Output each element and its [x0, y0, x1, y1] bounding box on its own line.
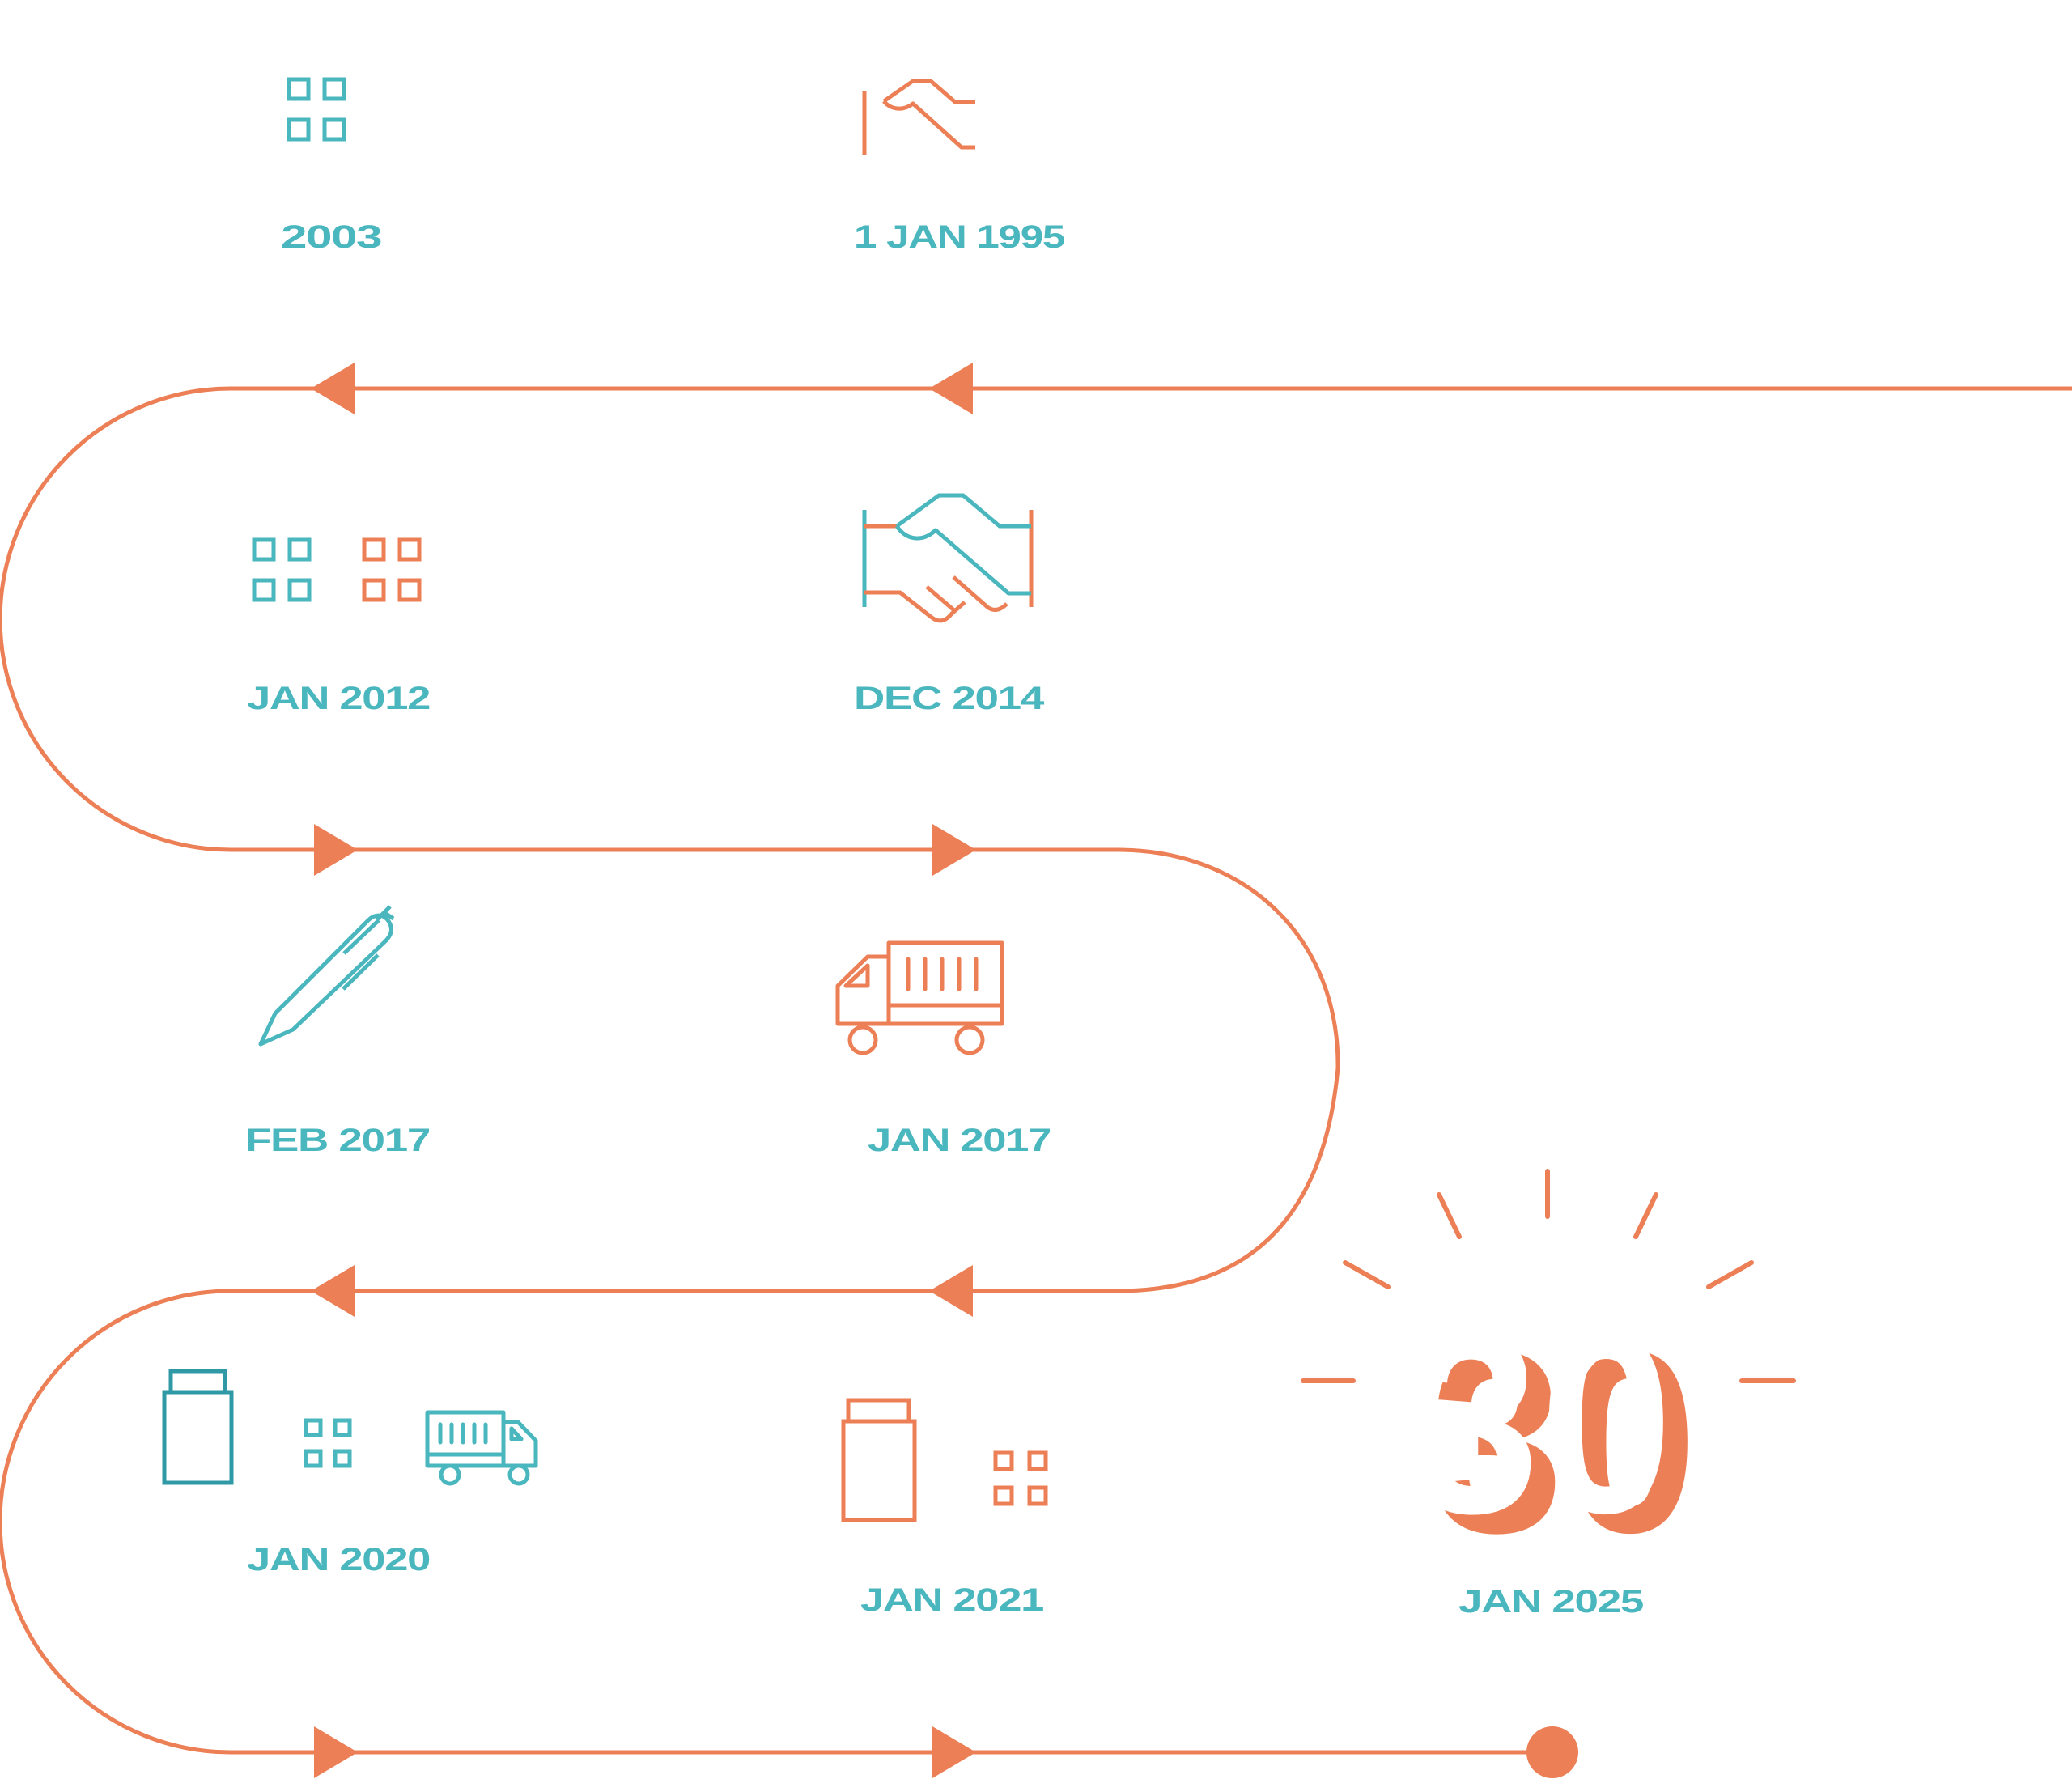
- truck-icon: [425, 1410, 538, 1486]
- arrow-left-icon: [929, 363, 973, 414]
- grid-icon: [304, 1418, 352, 1468]
- milestone-1995: 1 JAN 1995: [854, 79, 1066, 255]
- milestone-2003: 2003: [281, 77, 382, 255]
- milestone-jan-2021: JAN 2021: [841, 1398, 1048, 1618]
- arrow-left-icon: [311, 1265, 355, 1317]
- arrow-right-icon: [932, 824, 976, 876]
- arrow-right-icon: [314, 1726, 358, 1778]
- grid-icon: [287, 77, 346, 142]
- pen-icon: [258, 905, 395, 1047]
- arrow-right-icon: [932, 1726, 976, 1778]
- anniversary-number: 30 30: [1406, 1277, 1697, 1586]
- burst-rays-icon: [1301, 1169, 1796, 1383]
- handshake-icon: [862, 493, 1034, 623]
- timeline-end-dot: [1526, 1726, 1578, 1778]
- arrow-left-icon: [929, 1265, 973, 1317]
- truck-icon: [835, 940, 1004, 1055]
- milestone-label: JAN 2017: [868, 1123, 1051, 1158]
- container-icon: [162, 1369, 234, 1485]
- milestone-jan-2025: 30 30 JAN 2025: [1301, 1169, 1796, 1620]
- milestone-jan-2020: JAN 2020: [162, 1369, 538, 1577]
- milestone-label: FEB 2017: [245, 1123, 430, 1158]
- arrow-right-icon: [314, 824, 358, 876]
- anniversary-number-front: 30: [1406, 1277, 1673, 1567]
- milestone-jan-2012: JAN 2012: [247, 537, 431, 716]
- milestone-label: JAN 2020: [247, 1542, 430, 1577]
- grid-icon: [993, 1450, 1048, 1506]
- anniversary-number-shadow: 30: [1430, 1297, 1697, 1586]
- arrow-left-icon: [311, 363, 355, 414]
- milestone-dec-2014: DEC 2014: [854, 493, 1046, 716]
- milestone-label: JAN 2025: [1458, 1584, 1644, 1620]
- milestone-label: JAN 2012: [247, 681, 430, 716]
- milestone-feb-2017: FEB 2017: [245, 905, 431, 1158]
- milestone-label: 2003: [281, 219, 381, 255]
- double-grid-icon: [252, 537, 422, 602]
- path-arrows: [311, 363, 976, 1778]
- container-icon: [841, 1398, 917, 1522]
- milestone-label: JAN 2021: [860, 1582, 1044, 1618]
- milestone-label: DEC 2014: [854, 681, 1045, 716]
- handshake-partial-icon: [862, 79, 975, 155]
- milestone-label: 1 JAN 1995: [854, 219, 1065, 255]
- timeline-path: [0, 386, 2072, 1755]
- milestone-jan-2017: JAN 2017: [835, 940, 1051, 1158]
